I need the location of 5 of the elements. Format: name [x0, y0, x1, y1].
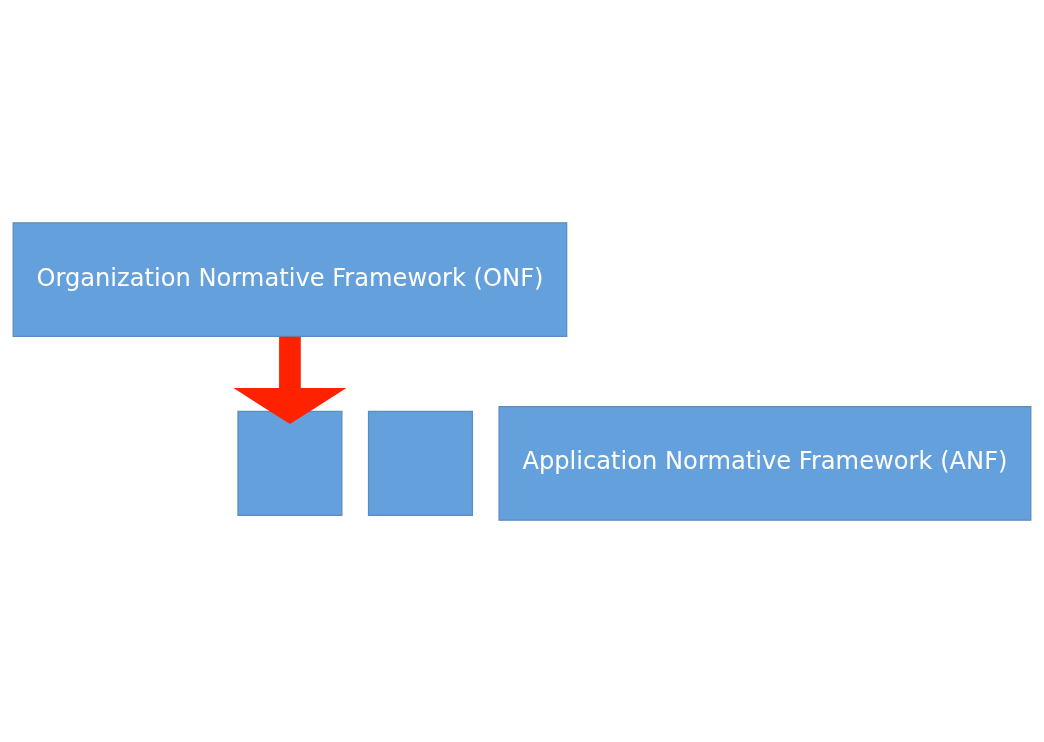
arrow: [233, 336, 347, 424]
node-box: [367, 410, 474, 516]
node-box: [237, 410, 343, 516]
node-box: Organization Normative Framework (ONF): [12, 221, 568, 337]
node-box: Application Normative Framework (ANF): [498, 405, 1032, 521]
